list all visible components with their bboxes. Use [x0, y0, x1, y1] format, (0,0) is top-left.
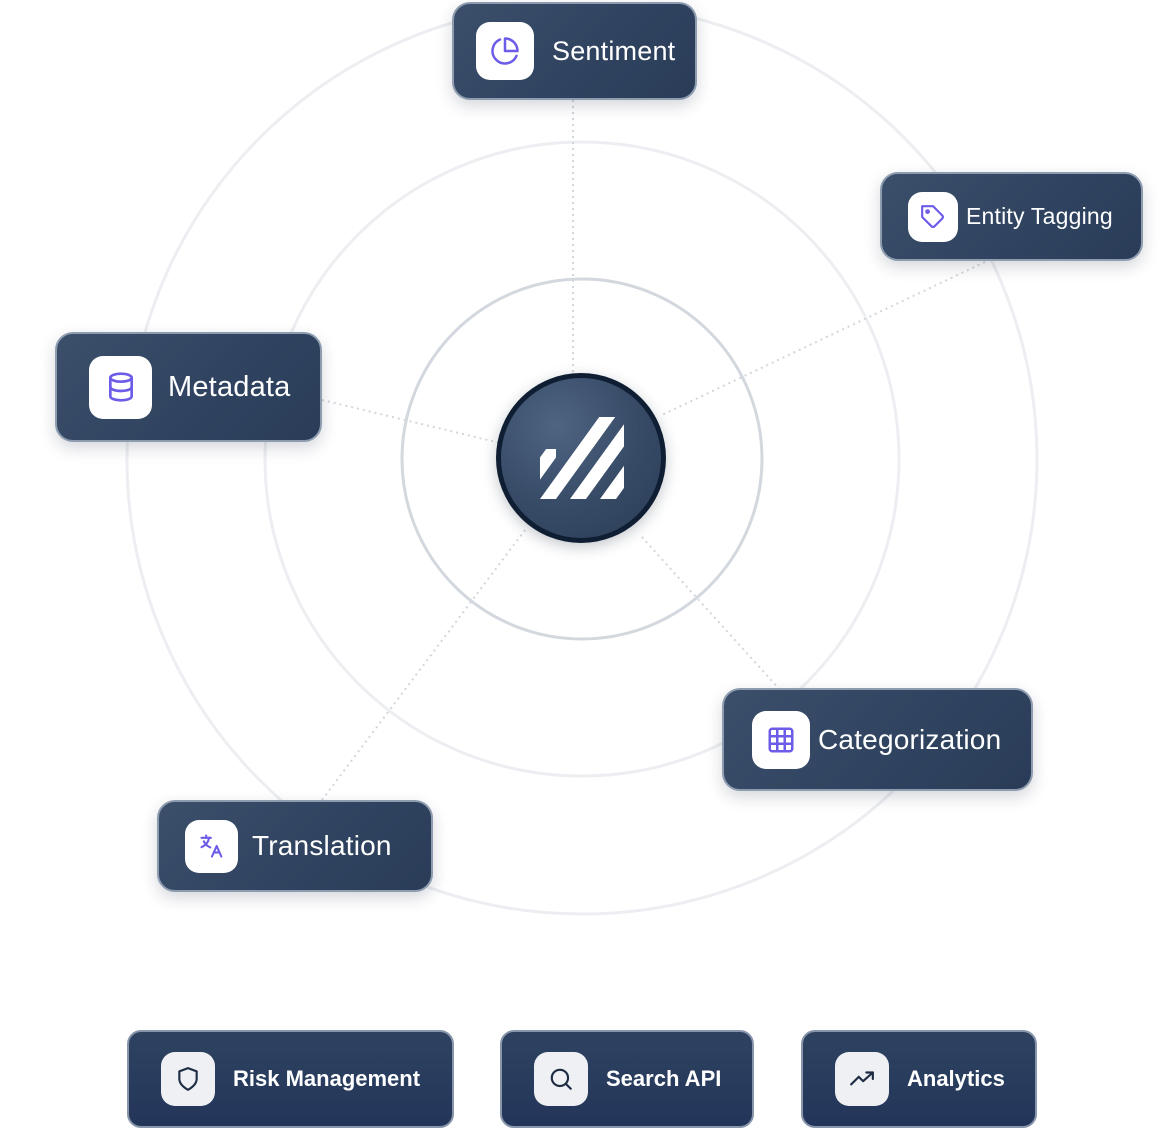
- entity-tagging-icon-box: [908, 191, 958, 242]
- middle-ring: [263, 140, 901, 778]
- database-icon: [108, 372, 133, 402]
- risk-management-icon-box: [161, 1052, 215, 1106]
- tile-analytics[interactable]: Analytics: [801, 1030, 1037, 1128]
- shield-icon: [178, 1067, 198, 1091]
- connector-categorization: [639, 534, 801, 713]
- node-label-entity-tagging: Entity Tagging: [966, 203, 1113, 229]
- node-entity-tagging[interactable]: Entity Tagging: [880, 172, 1143, 261]
- tile-risk-management[interactable]: Risk Management: [127, 1030, 454, 1128]
- tile-label-analytics: Analytics: [907, 1066, 1005, 1091]
- metadata-icon-box: [89, 355, 152, 419]
- search-icon: [550, 1068, 572, 1090]
- node-metadata[interactable]: Metadata: [55, 332, 322, 442]
- sentiment-icon-box: [476, 22, 534, 80]
- node-sentiment[interactable]: Sentiment: [452, 2, 697, 100]
- categorization-icon-box: [752, 710, 810, 769]
- striped-check-logo-icon: [540, 417, 624, 499]
- node-label-categorization: Categorization: [818, 723, 1002, 755]
- node-label-translation: Translation: [252, 830, 392, 861]
- node-categorization[interactable]: Categorization: [722, 688, 1033, 791]
- tile-label-search-api: Search API: [606, 1066, 722, 1091]
- connector-entity-tagging: [661, 261, 986, 416]
- hub-logo: [496, 373, 666, 543]
- connector-translation: [321, 529, 526, 801]
- tile-label-risk-management: Risk Management: [233, 1066, 421, 1091]
- node-label-metadata: Metadata: [168, 370, 291, 403]
- node-translation[interactable]: Translation: [157, 800, 433, 892]
- trending-up-icon: [850, 1071, 874, 1086]
- translation-icon-box: [185, 819, 238, 873]
- analytics-icon-box: [835, 1052, 889, 1106]
- inner-ring: [400, 277, 764, 641]
- tag-icon: [921, 204, 944, 228]
- connector-metadata: [321, 399, 501, 444]
- tile-search-api[interactable]: Search API: [500, 1030, 754, 1128]
- search-api-icon-box: [534, 1052, 588, 1106]
- grid-icon: [768, 727, 794, 752]
- translate-icon: [199, 834, 222, 858]
- pie-chart-icon: [491, 37, 519, 65]
- node-label-sentiment: Sentiment: [552, 35, 676, 66]
